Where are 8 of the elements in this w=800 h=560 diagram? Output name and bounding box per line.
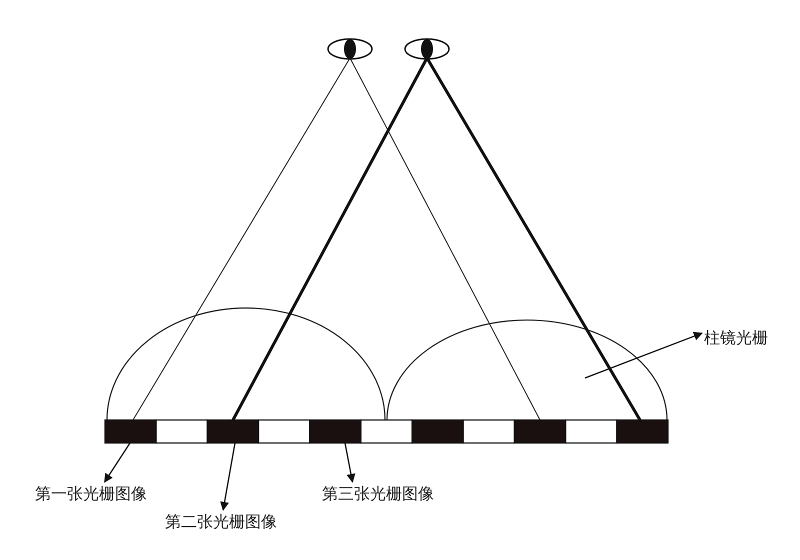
part-label: 第一张光栅图像 [35,484,147,504]
leader-line [220,442,236,511]
leader-line [104,442,131,483]
leader-line [584,332,703,379]
part-label: 第三张光栅图像 [322,484,434,504]
part-label: 柱镜光栅 [704,328,768,348]
leader-line [344,442,356,483]
part-label: 第二张光栅图像 [165,512,277,532]
